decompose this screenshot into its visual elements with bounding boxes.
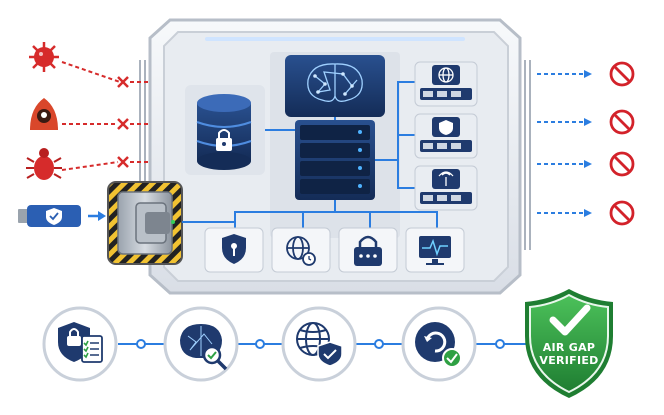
vent-right xyxy=(524,60,531,250)
blocked-x-icon xyxy=(117,118,129,130)
shield-key-icon xyxy=(222,234,246,264)
hacker-icon xyxy=(30,98,58,130)
blocked-connection-icons xyxy=(609,61,635,226)
workflow-step-brain-search xyxy=(163,306,239,382)
sync-check-icon xyxy=(415,322,462,368)
threat-virus xyxy=(29,42,148,88)
no-entry-icon xyxy=(609,200,635,226)
workflow-step-shield-checklist xyxy=(42,306,118,382)
ai-brain-card xyxy=(285,55,385,117)
threat-link-1 xyxy=(61,61,121,83)
checkmark-icon xyxy=(549,304,591,336)
database-icon xyxy=(196,94,252,170)
shield-icon xyxy=(439,120,453,135)
verified-shield xyxy=(525,289,613,398)
brain-network-icon xyxy=(307,63,363,102)
blocked-x-icon xyxy=(117,156,129,168)
internal-links xyxy=(182,81,438,228)
badge-line-1: AIR GAP xyxy=(542,341,596,354)
server-unit-wireless xyxy=(414,165,478,211)
workflow-step-sync-check xyxy=(401,306,477,382)
server-unit-globe xyxy=(414,61,478,107)
globe-icon xyxy=(438,67,454,83)
vault-door xyxy=(107,181,183,265)
tile-globe-clock xyxy=(271,227,331,273)
usb-drive-icon xyxy=(18,205,81,227)
lock-icon xyxy=(216,129,232,151)
no-entry-icon xyxy=(609,109,635,135)
tile-monitor-pulse xyxy=(405,227,465,273)
air-gap-verified-label: AIR GAP VERIFIED xyxy=(517,341,621,367)
tile-lock-password xyxy=(338,227,398,273)
threat-hacker xyxy=(30,98,148,130)
shield-checklist-icon xyxy=(58,322,103,363)
monitor-pulse-icon xyxy=(419,236,451,265)
lock-password-icon xyxy=(354,235,382,266)
virus-icon xyxy=(29,42,59,72)
server-unit-shield xyxy=(414,113,478,159)
globe-shield-icon xyxy=(296,322,343,367)
brain-search-icon xyxy=(180,324,228,371)
globe-clock-icon xyxy=(286,236,316,266)
workflow-step-globe-shield xyxy=(281,306,357,382)
blocked-x-icon xyxy=(117,76,129,88)
arrow-right-icon xyxy=(98,211,106,221)
no-entry-icon xyxy=(609,151,635,177)
wireless-icon xyxy=(438,171,454,186)
tile-shield-key xyxy=(204,227,264,273)
usb-drive xyxy=(18,205,106,227)
outbound-links xyxy=(537,73,586,214)
threat-bug xyxy=(26,148,148,180)
bug-icon xyxy=(26,148,62,180)
server-rack xyxy=(295,120,375,200)
badge-line-2: VERIFIED xyxy=(539,354,599,367)
database xyxy=(185,85,265,175)
no-entry-icon xyxy=(609,61,635,87)
